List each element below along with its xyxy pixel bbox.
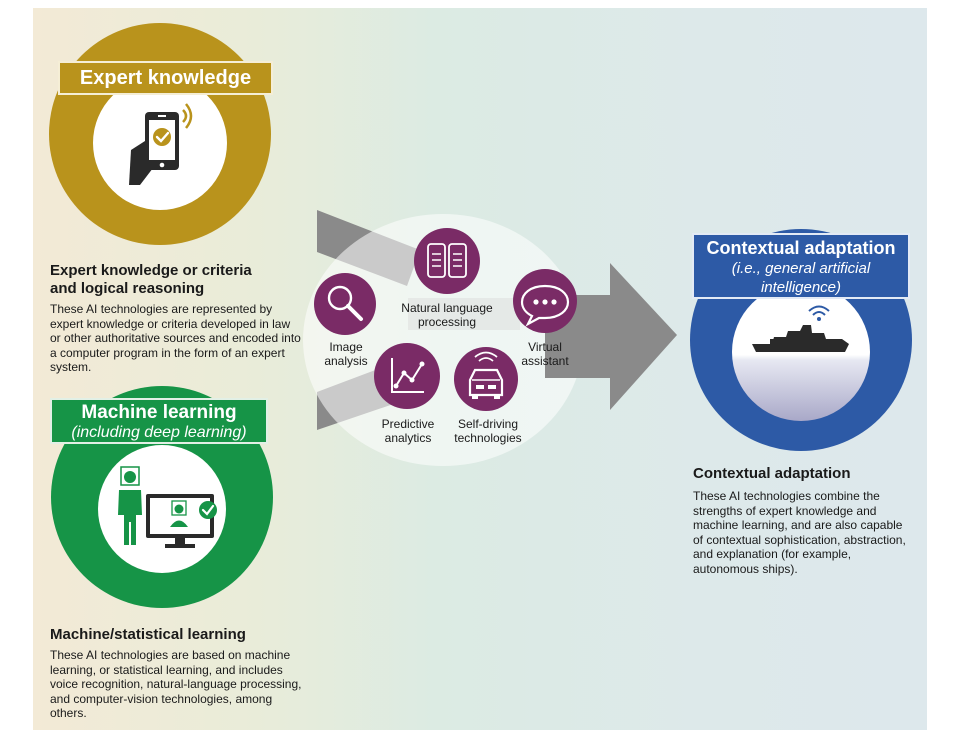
machine-learning-title: Machine learning xyxy=(81,402,237,423)
contextual-heading: Contextual adaptation xyxy=(693,465,851,482)
machine-heading: Machine/statistical learning xyxy=(50,626,246,643)
expert-heading: Expert knowledge or criteria and logical… xyxy=(50,262,252,297)
contextual-adaptation-banner: Contextual adaptation (i.e., general art… xyxy=(692,233,910,299)
expert-description: These AI technologies are represented by… xyxy=(50,302,301,374)
image-analysis-label: Image analysis xyxy=(324,340,368,368)
contextual-description: These AI technologies combine the streng… xyxy=(693,489,906,576)
natural-language-label: Natural language processing xyxy=(401,301,493,329)
contextual-adaptation-subtitle-1: (i.e., general artificial xyxy=(731,260,871,277)
chat-bubble-icon xyxy=(513,269,577,333)
line-chart-icon xyxy=(374,343,440,409)
contextual-adaptation-title: Contextual adaptation xyxy=(706,238,896,258)
autonomous-ship-icon xyxy=(752,325,849,352)
machine-learning-banner: Machine learning (including deep learnin… xyxy=(50,398,268,444)
predictive-analytics-label: Predictive analytics xyxy=(381,417,435,445)
technology-cluster xyxy=(303,214,583,466)
expert-knowledge-title: Expert knowledge xyxy=(79,67,252,89)
phones-translation-icon xyxy=(414,228,480,294)
virtual-assistant-label: Virtual assistant xyxy=(521,340,569,368)
arrow-to-contextual xyxy=(545,263,677,410)
machine-description: These AI technologies are based on machi… xyxy=(50,648,302,720)
face-recognition-icon xyxy=(118,466,217,548)
magnifier-icon xyxy=(314,273,376,335)
expert-knowledge-banner: Expert knowledge xyxy=(58,61,273,95)
contextual-adaptation-subtitle-2: intelligence) xyxy=(760,279,842,296)
machine-learning-subtitle: (including deep learning) xyxy=(71,424,247,441)
self-driving-label: Self-driving technologies xyxy=(454,417,522,445)
wifi-signal-icon xyxy=(808,305,830,321)
smartphone-check-icon xyxy=(129,103,193,185)
self-driving-car-icon xyxy=(454,347,518,411)
